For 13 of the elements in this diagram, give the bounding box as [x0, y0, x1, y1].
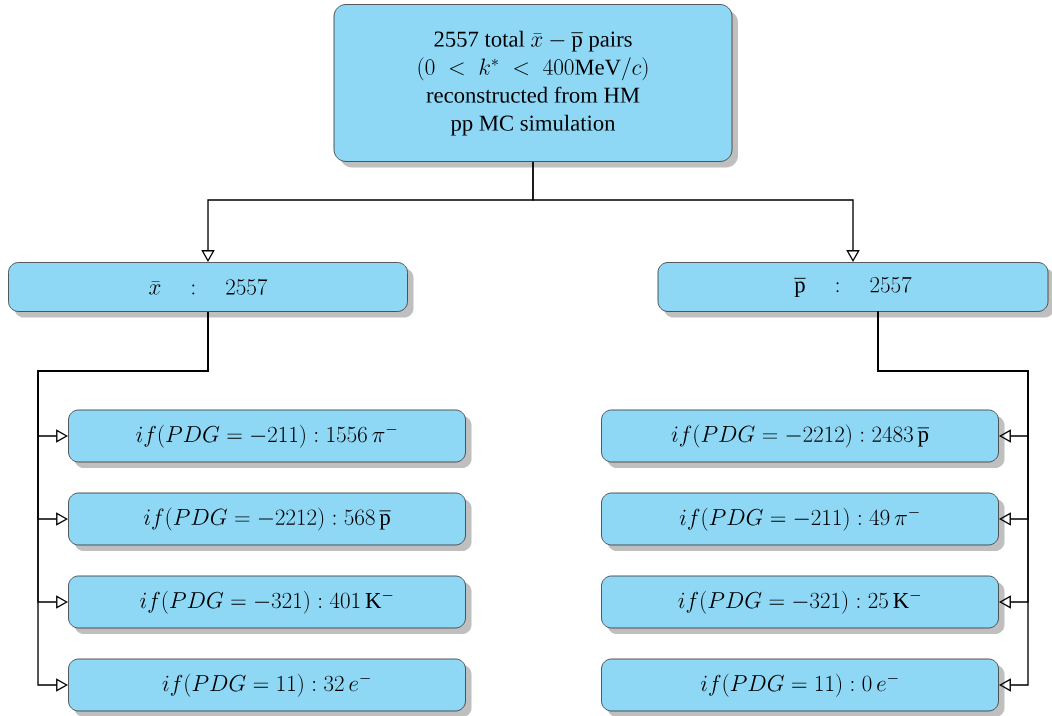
process-box: $if(PDG=-2212):2483\,\overline{\mathrm{p}}$	[601, 409, 1005, 468]
process-box: $if(PDG=-321):401\,\mathrm{K}^{-}$	[68, 575, 472, 634]
arrow	[37, 311, 209, 692]
process-box: $\bar{x}\quad:\quad 2557$	[8, 262, 414, 318]
process-box: $if(PDG=-211):49\,\pi^{-}$	[601, 492, 1005, 551]
process-box: $if(PDG=11):0\,e^{-}$	[601, 658, 1005, 716]
arrow	[877, 310, 1029, 692]
process-box: $if(PDG=-211):1556\,\pi^{-}$	[68, 409, 472, 468]
process-box: $if(PDG=-2212):568\,\overline{\mathrm{p}}$	[68, 492, 472, 551]
process-box: $if(PDG=-321):25\,\mathrm{K}^{-}$	[601, 575, 1005, 634]
process-box: $\overline{\mathrm{p}}\quad:\quad 2557$	[657, 262, 1052, 318]
process-box: $\begin{array}{c}\text{2557 total } \bar{x}-\overline{\mathrm{p}}\text{ pairs}\\ (0\;<\;k^{*}\;<\;400\mathrm{MeV}/c)\\ \text{reconstructed from HM}\\ \text{pp MC simulation}\end{array}$	[333, 4, 738, 168]
process-box: $if(PDG=11):32\,e^{-}$	[68, 658, 472, 716]
